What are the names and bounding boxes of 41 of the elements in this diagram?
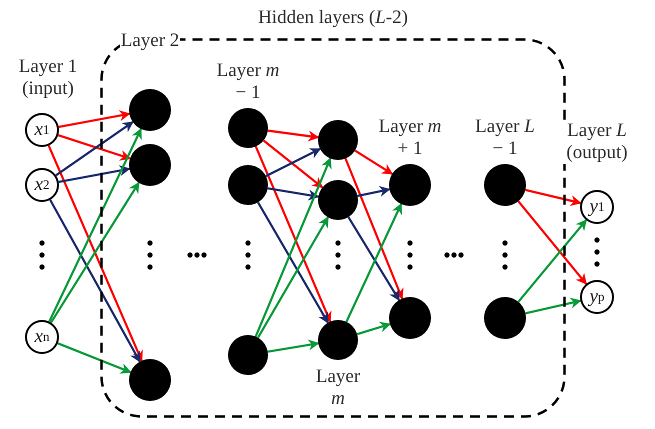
arrow (354, 150, 394, 175)
neuron-node (129, 359, 171, 401)
arrow (48, 128, 142, 322)
arrow (265, 148, 322, 178)
arrow (268, 187, 320, 200)
region-title: Hidden layers (L-2) (258, 8, 408, 29)
neuron-node (129, 144, 171, 186)
neuron-node (228, 165, 268, 205)
neuron-node (389, 164, 431, 206)
arrow (57, 342, 132, 374)
neuron-node (389, 297, 431, 339)
arrow (50, 182, 140, 324)
arrow (518, 219, 588, 302)
arrow (357, 186, 390, 197)
arrow (48, 145, 143, 362)
arrow (344, 158, 404, 300)
arrow (58, 134, 132, 161)
arrow (257, 202, 329, 324)
arrow (268, 130, 320, 142)
neuron-node (484, 297, 526, 339)
neuron-node (129, 89, 171, 131)
arrow (49, 199, 141, 363)
neuron-node (484, 164, 526, 206)
arrow (345, 203, 402, 322)
arrow (58, 165, 130, 183)
arrow (55, 121, 134, 176)
arrow (262, 140, 324, 188)
arrow (356, 322, 391, 336)
arrow (58, 110, 130, 128)
neuron-node (318, 120, 358, 160)
neuron-node (318, 180, 358, 220)
neuron-node (318, 320, 358, 360)
arrow (525, 188, 582, 206)
neuron-node (228, 335, 268, 375)
arrow (525, 298, 582, 314)
arrow (347, 216, 400, 302)
neuron-node (228, 108, 268, 148)
arrow (257, 216, 329, 338)
layer-label: Layer 2 (120, 30, 180, 52)
arrow (517, 200, 588, 285)
arrow (268, 340, 320, 353)
